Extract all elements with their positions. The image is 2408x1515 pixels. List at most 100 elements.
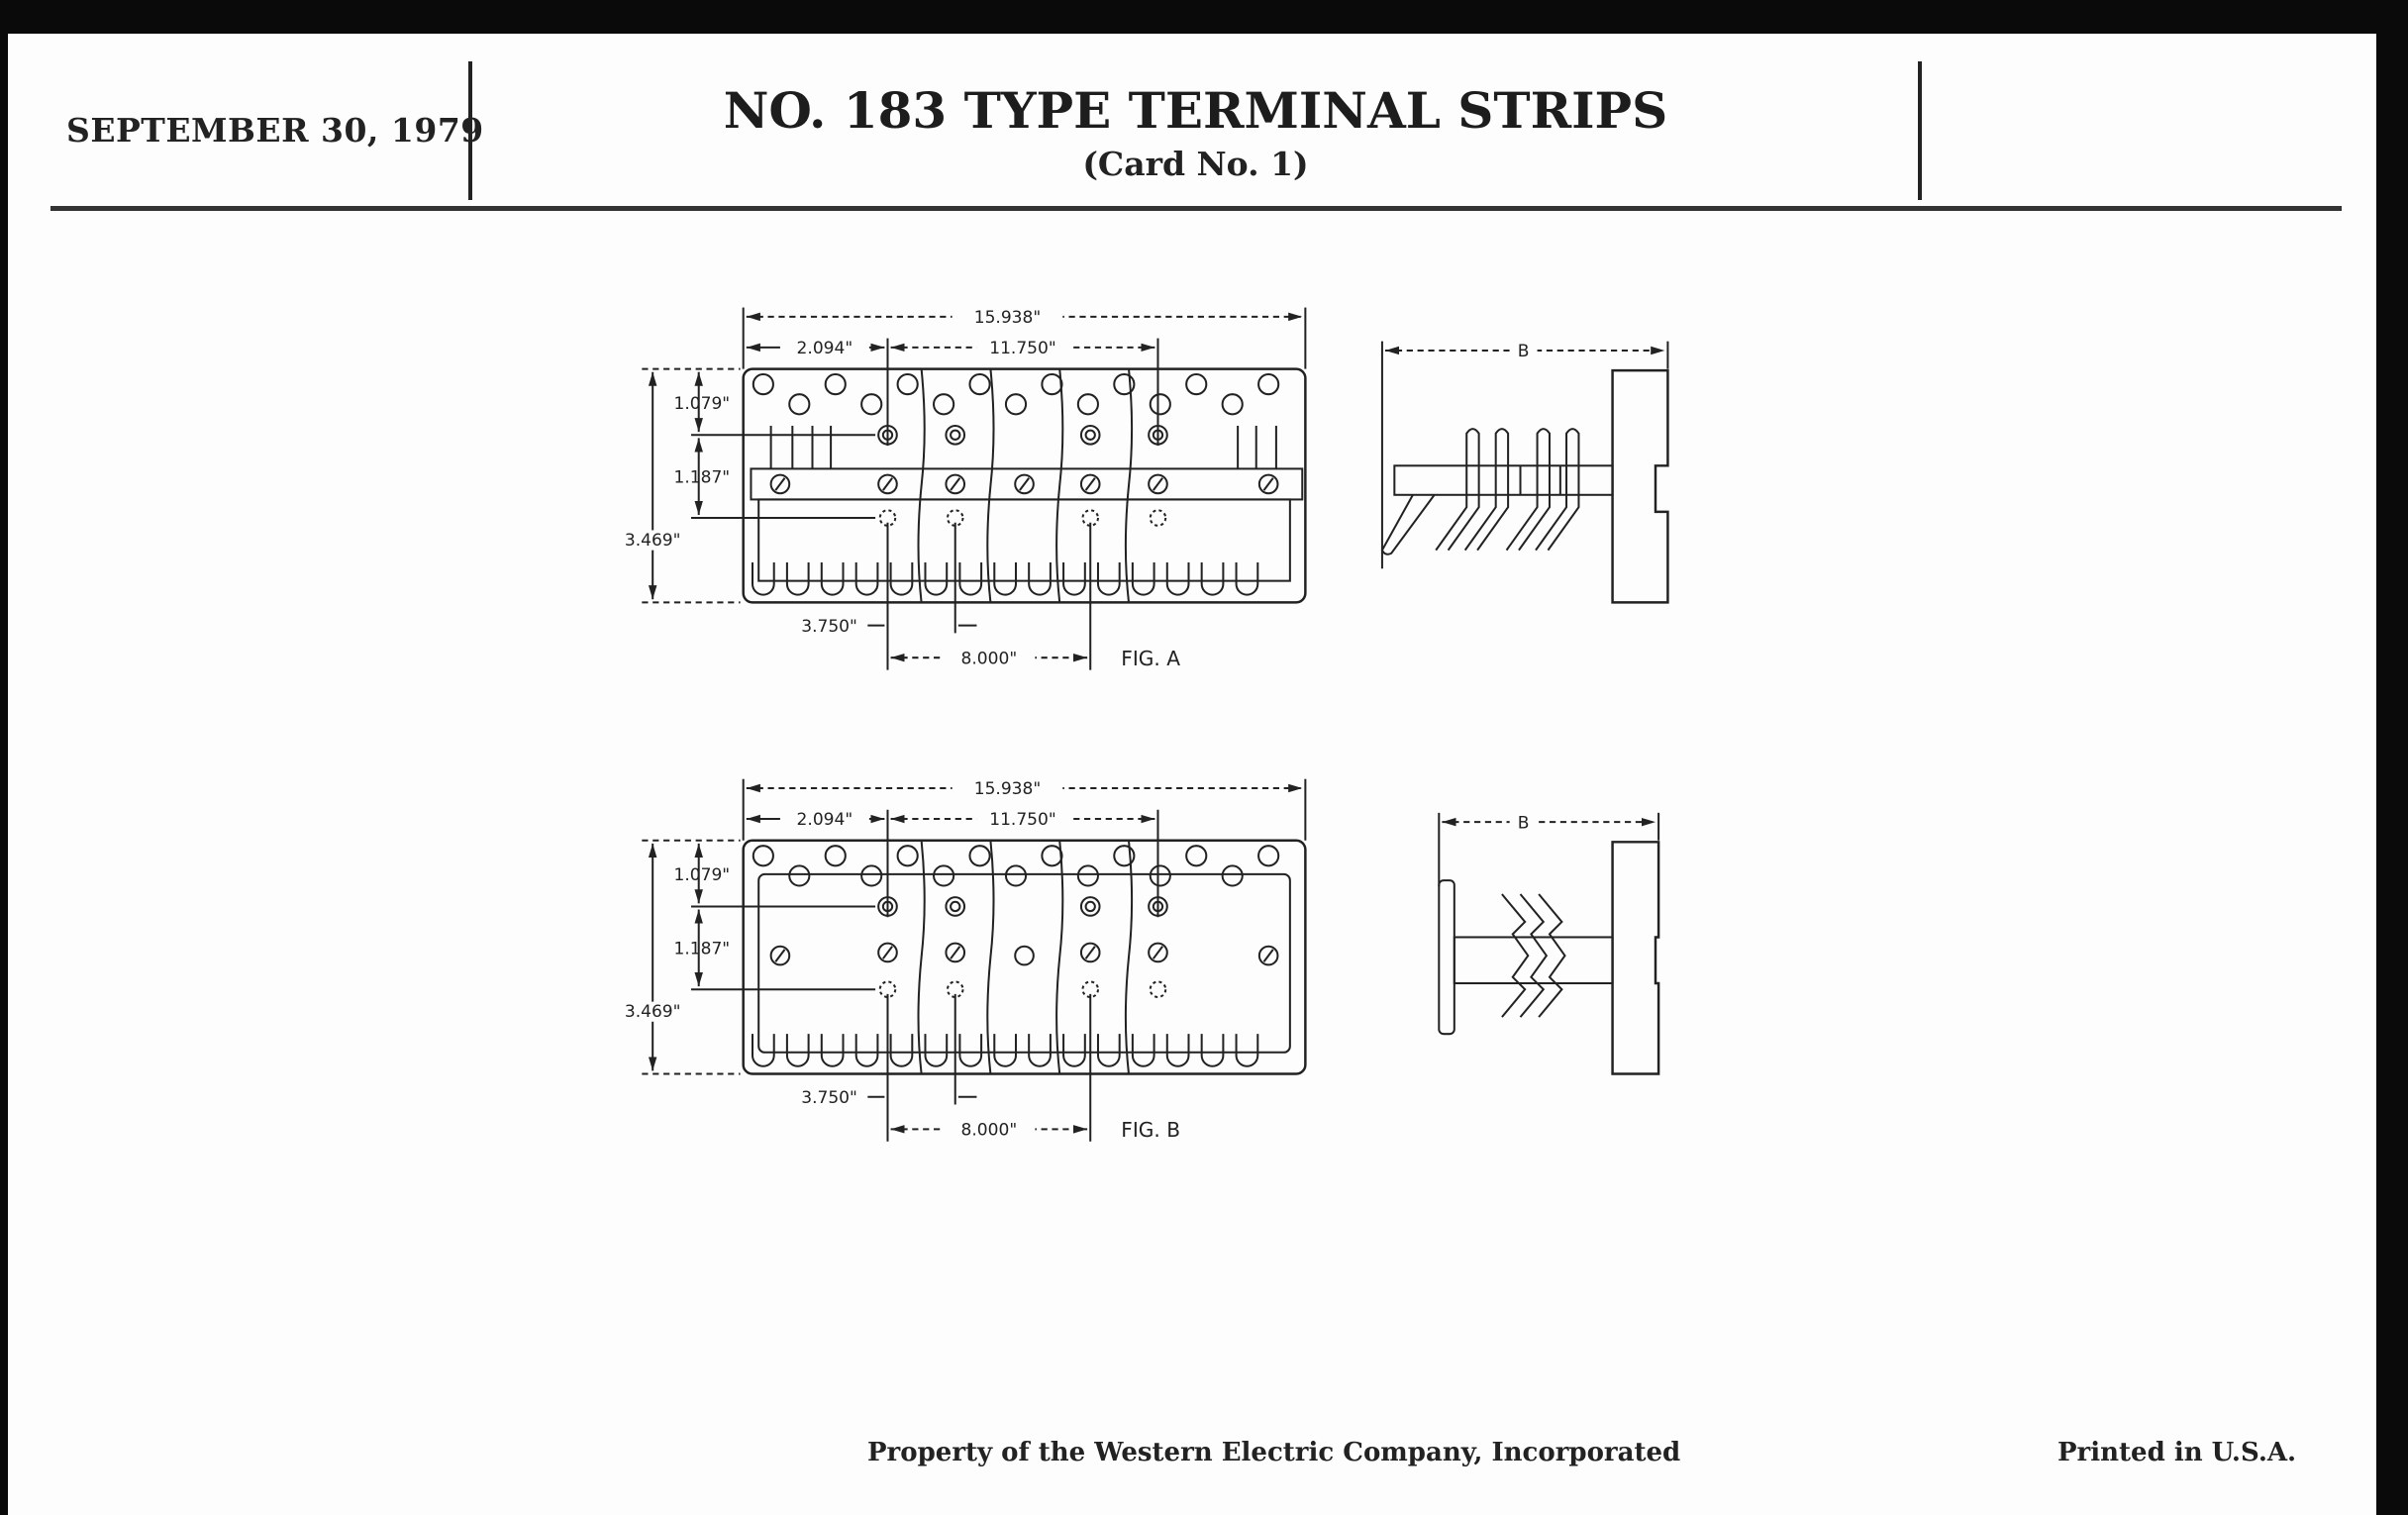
wiring-hole: [1113, 845, 1136, 867]
wiring-hole: [896, 845, 919, 867]
spacing-dimension-label: 8.000": [961, 649, 1018, 668]
screw-icon: [945, 473, 966, 495]
terminal-ring: [945, 424, 966, 446]
header-divider-right: [1918, 61, 1922, 200]
screw-slot: [882, 946, 893, 960]
screw-slot: [1019, 477, 1030, 491]
terminal-ring: [877, 896, 898, 917]
terminal-ring-inner: [1152, 900, 1164, 913]
mounting-target: [878, 509, 897, 527]
mounting-target: [946, 509, 964, 527]
label-bg: [976, 808, 1069, 829]
terminal-loop: [854, 1034, 879, 1067]
wiring-hole: [860, 393, 883, 416]
terminal-loop: [1200, 1034, 1225, 1067]
span-dimension-label: 11.750": [989, 810, 1055, 830]
screw-slot: [1262, 949, 1274, 962]
top-dimension-label: 1.079": [673, 394, 730, 414]
wiring-hole: [1149, 864, 1171, 887]
terminal-clip-tail: [1505, 494, 1551, 552]
pitch-dimension-label: 3.750": [801, 617, 857, 637]
terminal-loop: [820, 1034, 845, 1067]
terminal-loop: [1200, 562, 1225, 596]
page-subtitle: (Card No. 1): [1082, 145, 1309, 183]
lower-body: [757, 498, 1291, 582]
terminal-loop: [924, 1034, 949, 1067]
wiring-hole: [1221, 864, 1244, 887]
wiring-hole: [1041, 845, 1063, 867]
wiring-hole: [1076, 864, 1099, 887]
span-dimension-label: 11.750": [989, 339, 1055, 358]
mid-dimension-label: 1.187": [673, 467, 730, 487]
terminal-lug: [1380, 494, 1436, 556]
mounting-target: [946, 980, 964, 998]
terminal-loop: [993, 562, 1018, 596]
terminal-loop: [1028, 562, 1052, 596]
terminal-loop: [889, 562, 914, 596]
wiring-hole: [1041, 373, 1063, 396]
terminal-clip: [1565, 428, 1580, 495]
terminal-ring: [1148, 424, 1168, 446]
wiring-hole: [1076, 393, 1099, 416]
terminal-ring-inner: [1152, 429, 1164, 441]
top-dimension-label: 1.079": [673, 865, 730, 885]
mounting-plate-side: [1611, 841, 1660, 1075]
terminal-loop: [993, 1034, 1018, 1067]
mounting-target: [1149, 980, 1167, 998]
wiring-hole: [1004, 864, 1028, 887]
label-bg: [952, 777, 1063, 798]
terminal-ring-inner: [950, 429, 961, 441]
height-dimension-label: 3.469": [625, 531, 681, 551]
terminal-loop: [1028, 1034, 1052, 1067]
wiring-hole: [788, 393, 811, 416]
terminal-loop: [751, 1034, 775, 1067]
wiring-hole: [896, 373, 919, 396]
screw-slot: [882, 477, 893, 491]
screw-icon: [877, 473, 898, 495]
terminal-clip: [1519, 893, 1549, 1018]
label-bg: [952, 306, 1063, 327]
issue-date: SEPTEMBER 30, 1979: [66, 111, 484, 150]
header-rule: [50, 206, 2342, 211]
screw-icon: [769, 473, 791, 495]
terminal-ring-inner: [881, 429, 894, 441]
figure-b: 15.938"2.094"11.750"3.469"1.079"1.187"3.…: [617, 777, 1660, 1142]
terminal-loop: [1131, 562, 1155, 596]
terminal-ring: [945, 896, 966, 917]
pitch-dimension-label: 3.750": [801, 1088, 857, 1108]
section-divider: [986, 368, 995, 603]
terminal-clip-tail: [1435, 494, 1480, 552]
wiring-hole: [752, 845, 774, 867]
wiring-hole: [1149, 393, 1171, 416]
page-title: NO. 183 TYPE TERMINAL STRIPS: [723, 81, 1668, 140]
mounting-target: [878, 980, 897, 998]
terminal-loop: [924, 562, 949, 596]
terminal-loop: [1062, 562, 1086, 596]
wiring-hole: [1185, 373, 1208, 396]
terminal-loop: [958, 1034, 983, 1067]
section-divider: [917, 840, 926, 1074]
screw-slot: [1153, 477, 1163, 491]
figure-label: FIG. A: [1121, 647, 1180, 670]
overall-dimension-label: 15.938": [974, 308, 1042, 328]
terminal-loop: [1235, 1034, 1259, 1067]
terminal-ring-inner: [881, 900, 894, 913]
shaft-side: [1393, 464, 1614, 496]
terminal-loop: [785, 562, 810, 596]
screw-icon: [1257, 945, 1279, 966]
label-bg: [1509, 811, 1538, 832]
figure-label: FIG. B: [1121, 1118, 1180, 1142]
screw-icon: [1148, 473, 1168, 495]
side-dimension-label: B: [1518, 342, 1530, 361]
screw-slot: [1153, 946, 1163, 960]
terminal-loop: [1131, 1034, 1155, 1067]
screw-slot: [1084, 946, 1096, 960]
terminal-loop: [1062, 1034, 1086, 1067]
printed-notice: Printed in U.S.A.: [2057, 1438, 2297, 1467]
shaft-side: [1453, 936, 1614, 985]
screw-slot: [1084, 477, 1096, 491]
terminal-strip-body: [742, 367, 1307, 604]
screw-icon: [1079, 473, 1101, 495]
screw-icon: [1148, 942, 1168, 963]
wiring-hole: [860, 864, 883, 887]
